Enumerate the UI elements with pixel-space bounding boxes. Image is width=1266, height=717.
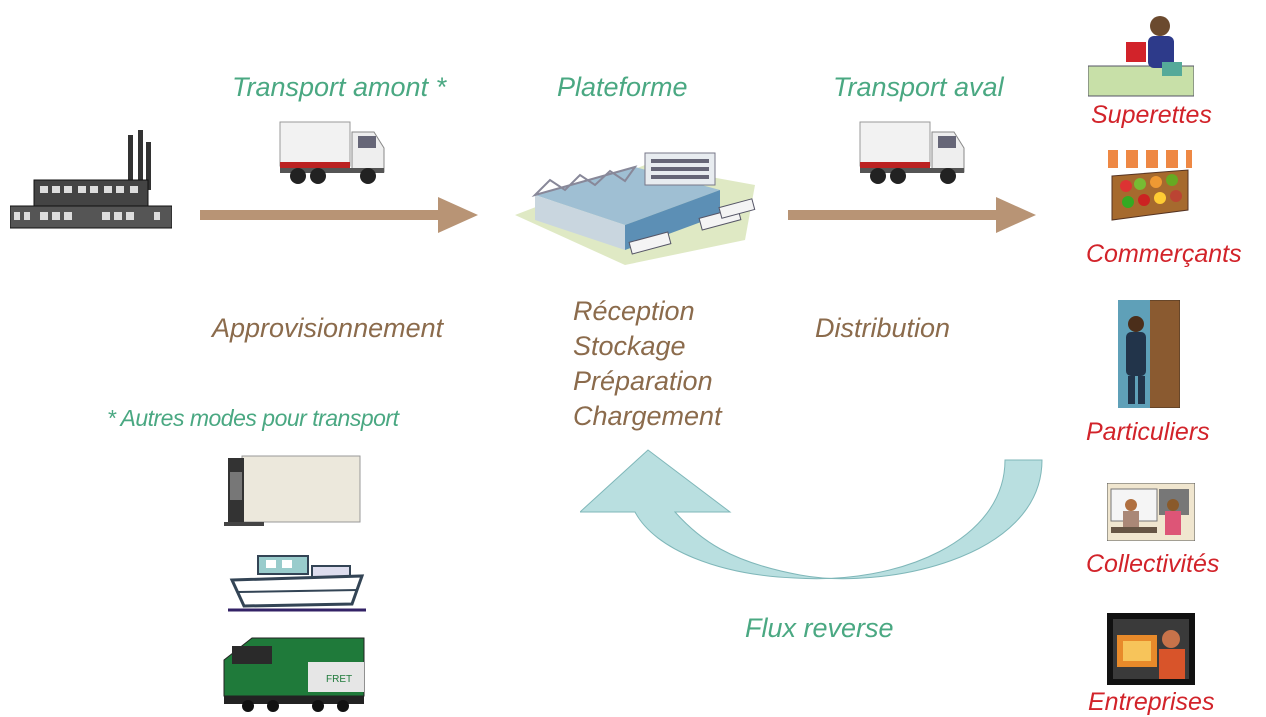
step-preparation: Préparation	[573, 366, 713, 396]
step-reception: Réception	[573, 296, 695, 326]
trailer-icon	[224, 452, 364, 530]
arrow-downstream	[788, 195, 1038, 235]
truck-upstream-icon	[278, 118, 388, 188]
train-icon: FRET	[218, 632, 366, 712]
arrow-upstream	[200, 195, 480, 235]
grocer-icon	[1108, 150, 1192, 226]
factory-icon	[10, 130, 172, 230]
office-icon	[1107, 613, 1195, 685]
destination-superettes: Superettes	[1091, 101, 1212, 129]
platform-steps-list: Réception Stockage Préparation Chargemen…	[573, 294, 722, 434]
supply-label: Approvisionnement	[212, 313, 444, 343]
boat-icon	[228, 552, 366, 614]
reverse-flow-label: Flux reverse	[745, 613, 894, 643]
svg-text:FRET: FRET	[326, 674, 352, 685]
transport-downstream-label: Transport aval	[833, 72, 1004, 102]
reverse-flow-arrow	[580, 440, 1050, 590]
destination-entreprises: Entreprises	[1088, 688, 1215, 716]
door-icon	[1118, 300, 1180, 408]
destination-commercants: Commerçants	[1086, 240, 1242, 268]
superette-icon	[1088, 10, 1194, 98]
destination-collectivites: Collectivités	[1086, 550, 1220, 578]
truck-downstream-icon	[858, 118, 968, 188]
other-modes-label: * Autres modes pour transport	[107, 405, 399, 431]
warehouse-icon	[505, 145, 765, 270]
step-stockage: Stockage	[573, 331, 686, 361]
step-chargement: Chargement	[573, 401, 722, 431]
platform-label: Plateforme	[557, 72, 688, 102]
destination-particuliers: Particuliers	[1086, 418, 1210, 446]
transport-upstream-label: Transport amont *	[232, 72, 447, 102]
classroom-icon	[1107, 483, 1195, 541]
distribution-label: Distribution	[815, 313, 951, 343]
